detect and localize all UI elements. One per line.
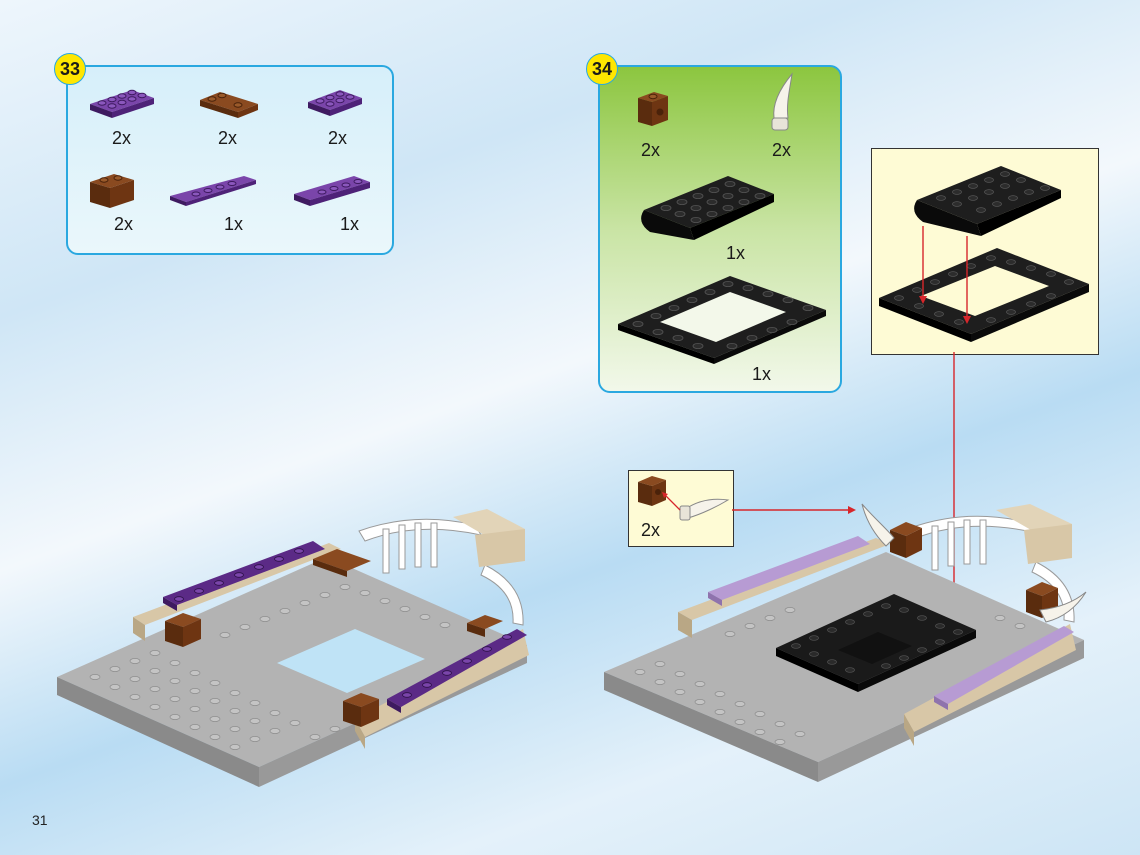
part-qty: 1x	[340, 214, 360, 234]
purple-wedge-plate-right-icon	[294, 176, 370, 206]
part-qty: 2x	[772, 140, 792, 160]
part-qty: 2x	[641, 140, 661, 160]
part-qty: 2x	[114, 214, 134, 234]
part-qty: 1x	[726, 243, 746, 263]
page-number: 31	[32, 812, 48, 828]
horn-callout-arrow	[732, 506, 856, 514]
purple-plate-2x4-icon	[90, 89, 154, 118]
white-horn-icon	[771, 72, 793, 131]
part-qty: 1x	[224, 214, 244, 234]
purple-plate-2x3-icon	[308, 90, 362, 116]
part-qty: 2x	[218, 128, 238, 148]
black-curved-plate-icon	[641, 176, 774, 240]
part-qty: 2x	[112, 128, 132, 148]
black-frame-plate-icon	[618, 276, 826, 364]
model-step-33	[57, 509, 529, 787]
purple-wedge-plate-left-icon	[170, 176, 256, 206]
plate-subassembly-diagram	[879, 166, 1089, 342]
step-34-number: 34	[586, 53, 618, 85]
part-qty: 2x	[328, 128, 348, 148]
model-step-34	[604, 503, 1087, 782]
brown-brick-1x2-icon	[90, 174, 134, 208]
part-qty: 1x	[752, 364, 772, 384]
subassembly-qty: 2x	[641, 520, 661, 540]
brown-bracket-brick-icon	[638, 92, 668, 126]
horn-subassembly-diagram	[638, 476, 730, 521]
step-33-number: 33	[54, 53, 86, 85]
brown-corner-plate-icon	[200, 92, 258, 118]
